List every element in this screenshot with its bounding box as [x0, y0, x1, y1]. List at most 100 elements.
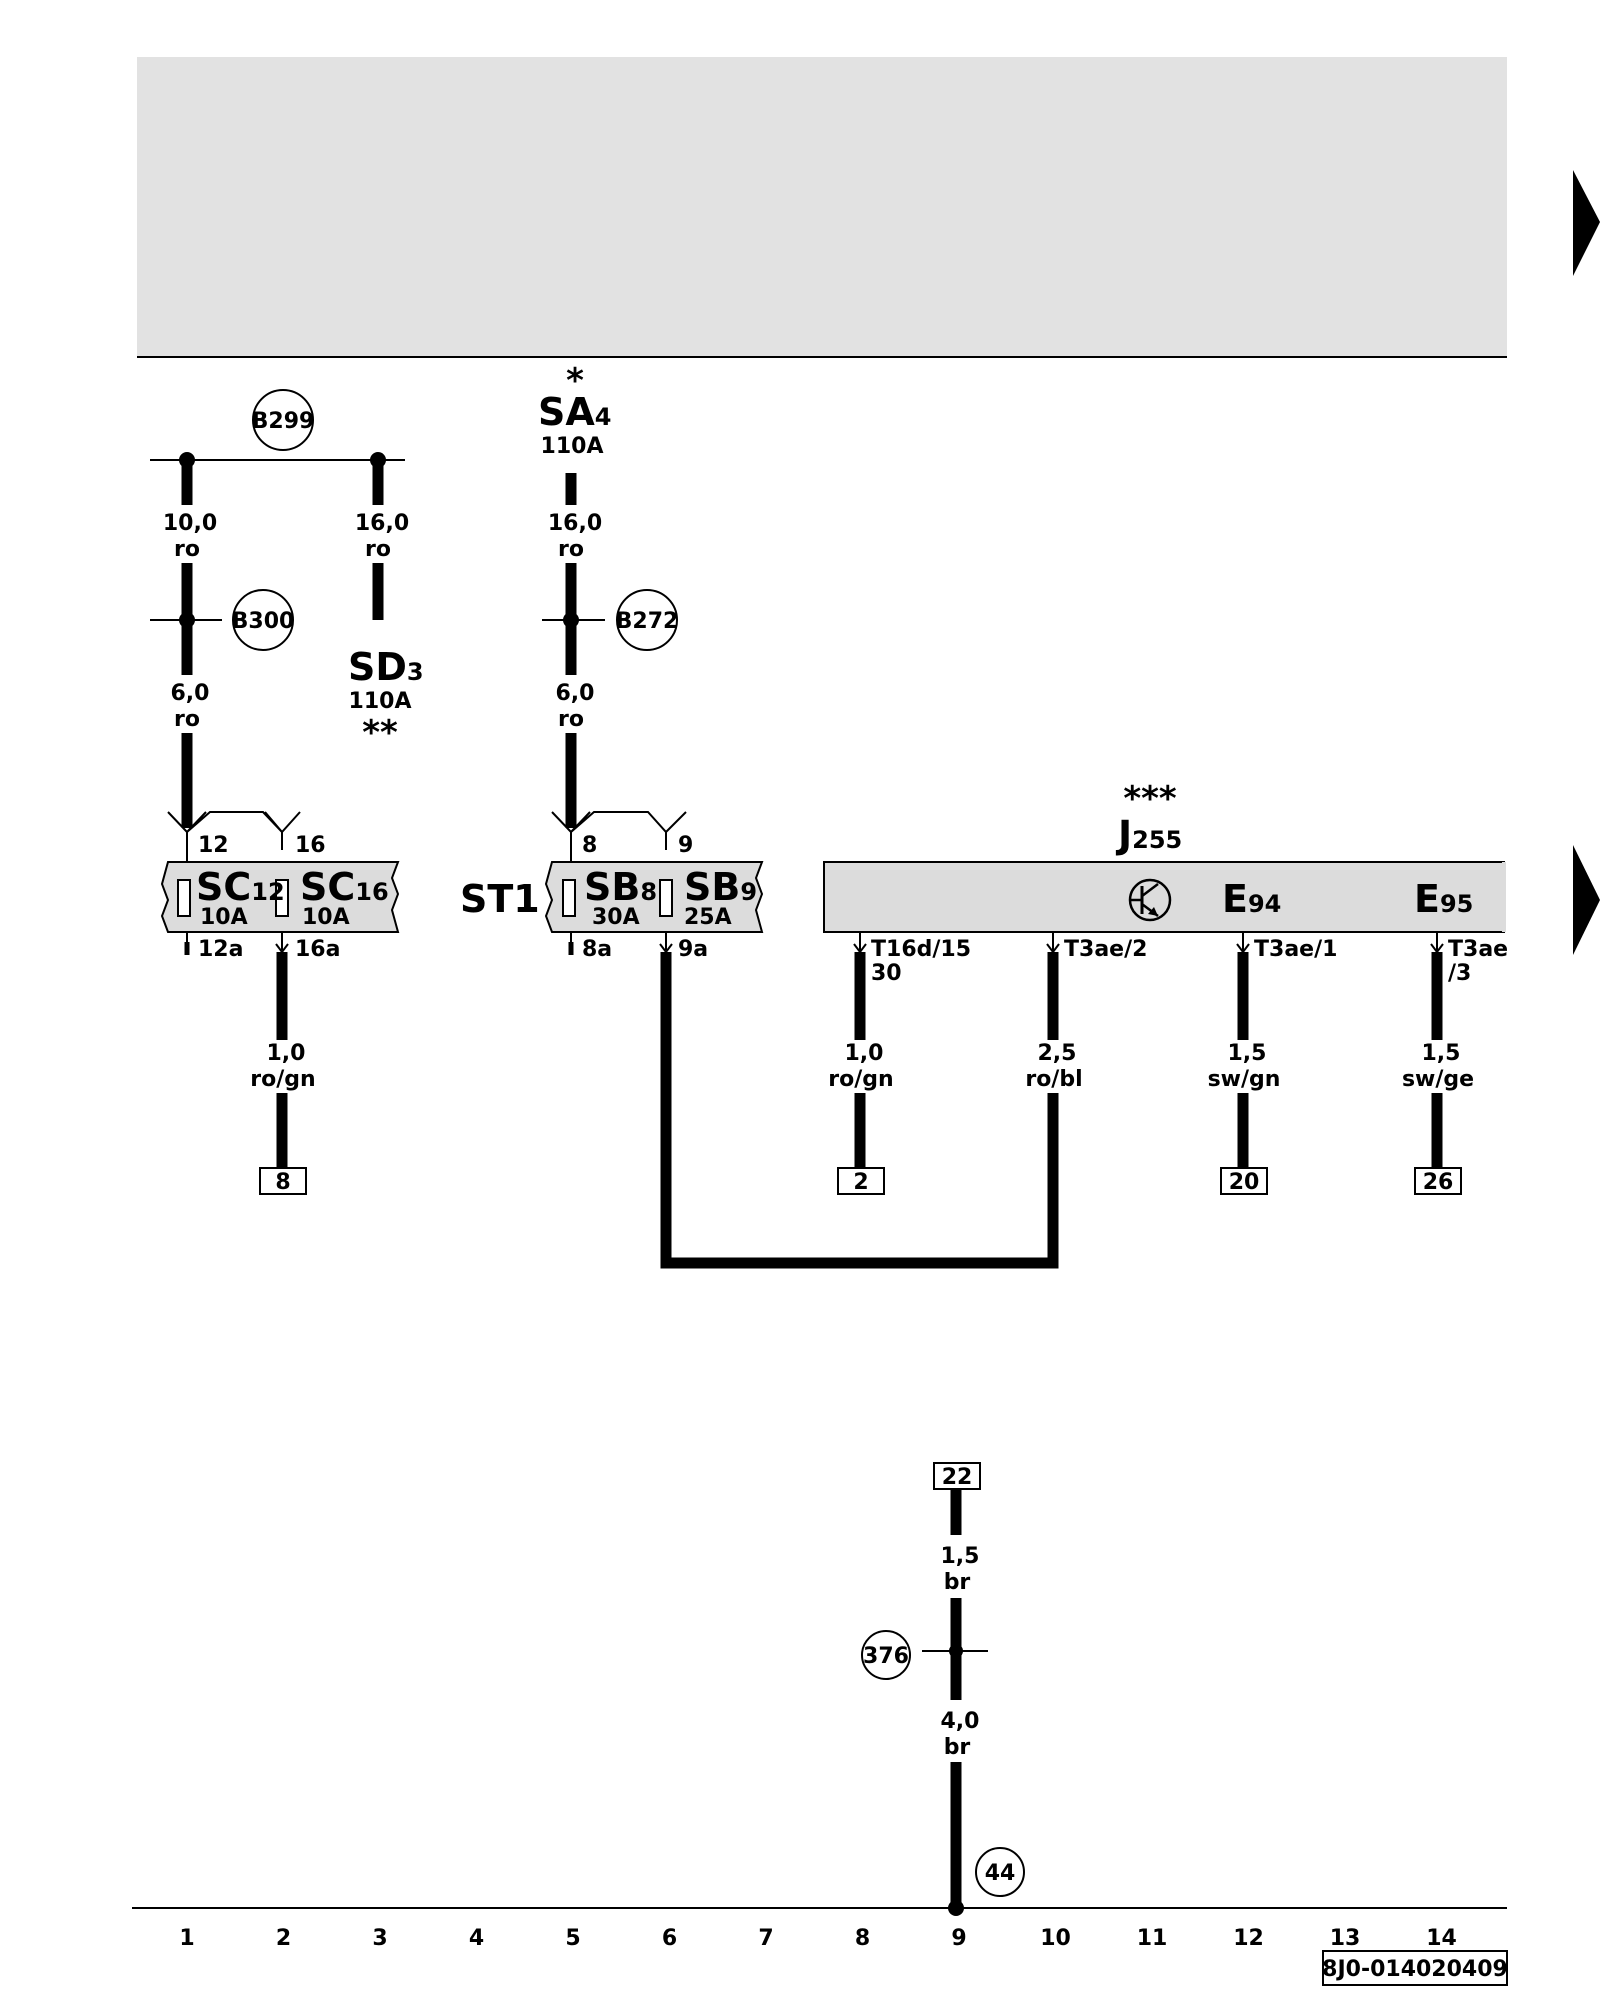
pin-label: 16a — [295, 937, 340, 962]
wire-size-label: 2,5 — [1038, 1041, 1077, 1066]
wire-color-label: ro/gn — [250, 1067, 315, 1092]
fuse-label-sc16: SC16 — [300, 865, 389, 909]
connector-pin — [853, 932, 867, 954]
terminal-label: 8 — [275, 1170, 290, 1195]
continue-arrow-icon — [1573, 170, 1600, 276]
fuse-rating: 25A — [684, 905, 732, 930]
ground-label: 44 — [985, 1861, 1016, 1886]
column-number: 1 — [179, 1926, 194, 1951]
fuse-label-sa4: SA4 — [538, 390, 611, 434]
wire-junction — [949, 1644, 963, 1658]
pin-label: 16 — [295, 833, 326, 858]
wire-segment — [660, 952, 1059, 1269]
wire-color-label: ro — [365, 537, 391, 562]
fuse-rating: 30A — [592, 905, 640, 930]
pin-label: 8 — [582, 833, 597, 858]
carrier-label: ST1 — [460, 877, 540, 921]
control-unit-box — [823, 861, 1505, 933]
fuse-carrier — [544, 861, 764, 933]
pin-label: 9 — [678, 833, 693, 858]
column-number: 2 — [276, 1926, 291, 1951]
wire-size-label: 1,0 — [267, 1041, 306, 1066]
connection-label: B299 — [252, 409, 315, 434]
column-number: 11 — [1137, 1926, 1168, 1951]
wire-color-label: ro — [174, 707, 200, 732]
wire-color-label: sw/ge — [1402, 1067, 1474, 1092]
continue-arrow-icon — [1573, 845, 1600, 955]
column-number: 8 — [855, 1926, 870, 1951]
wire-color-label: ro/gn — [828, 1067, 893, 1092]
wire-junction — [179, 612, 195, 628]
wire-size-label: 16,0 — [548, 511, 602, 536]
terminal-box — [933, 1462, 981, 1490]
fuse-rating: 110A — [541, 434, 604, 459]
column-number: 4 — [469, 1926, 484, 1951]
connection-marker — [616, 589, 678, 651]
connector-label: 30 — [871, 961, 902, 986]
pin-label: 12 — [198, 833, 229, 858]
code-box — [1322, 1950, 1508, 1986]
wire-color-label: ro — [174, 537, 200, 562]
column-number: 13 — [1330, 1926, 1361, 1951]
connection-label: B272 — [616, 609, 679, 634]
column-number: 6 — [662, 1926, 677, 1951]
pin-label: 12a — [198, 937, 243, 962]
fuse-rating: 10A — [302, 905, 350, 930]
connector-label: T3ae/1 — [1254, 937, 1337, 962]
wire-color-label: sw/gn — [1208, 1067, 1281, 1092]
fuse-label-sd3: SD3 — [348, 645, 424, 689]
wire-size-label: 1,5 — [941, 1544, 980, 1569]
connector-label: T16d/15 — [871, 937, 971, 962]
wire-color-label: ro — [558, 707, 584, 732]
connector-pin — [1430, 932, 1444, 954]
column-number: 10 — [1040, 1926, 1071, 1951]
header-band — [137, 57, 1507, 357]
connection-marker — [252, 389, 314, 451]
wire-size-label: 1,5 — [1422, 1041, 1461, 1066]
footnote-mark: * — [566, 361, 584, 401]
fuse-rating: 110A — [349, 689, 412, 714]
fuse-rating: 10A — [200, 905, 248, 930]
terminal-label: 20 — [1229, 1170, 1260, 1195]
wire-size-label: 1,0 — [845, 1041, 884, 1066]
column-number: 7 — [758, 1926, 773, 1951]
switch-label-e94: E94 — [1222, 877, 1281, 921]
connector-label: /3 — [1448, 961, 1471, 986]
wire-junction — [563, 612, 579, 628]
wire-color-label: ro/bl — [1025, 1067, 1082, 1092]
wire-color-label: br — [944, 1570, 971, 1595]
connector-pin — [1046, 932, 1060, 954]
fuse-label-sb8: SB8 — [584, 865, 657, 909]
fuse-label-sb9: SB9 — [684, 865, 757, 909]
diagram-code: 8J0-014020409 — [1322, 1957, 1508, 1982]
terminal-box — [1220, 1167, 1268, 1195]
connection-label: 376 — [863, 1644, 909, 1669]
unit-label-j255: J255 — [1115, 813, 1182, 857]
wire-size-label: 6,0 — [171, 681, 210, 706]
wire-color-label: br — [944, 1735, 971, 1760]
column-number: 9 — [951, 1926, 966, 1951]
wire-size-label: 6,0 — [556, 681, 595, 706]
wire-size-label: 1,5 — [1228, 1041, 1267, 1066]
connector-label: T3ae — [1448, 937, 1508, 962]
connector-pin — [1236, 932, 1250, 954]
terminal-box — [259, 1167, 307, 1195]
ground-marker — [975, 1847, 1025, 1897]
column-number: 12 — [1233, 1926, 1264, 1951]
pin-label: 9a — [678, 937, 708, 962]
column-number: 3 — [372, 1926, 387, 1951]
terminal-label: 2 — [853, 1170, 868, 1195]
terminal-box — [1414, 1167, 1462, 1195]
wire-size-label: 4,0 — [941, 1709, 980, 1734]
terminal-box — [837, 1167, 885, 1195]
terminal-label: 26 — [1423, 1170, 1454, 1195]
connector-label: T3ae/2 — [1064, 937, 1147, 962]
connection-marker — [861, 1630, 911, 1680]
pin-label: 8a — [582, 937, 612, 962]
wire-size-label: 16,0 — [355, 511, 409, 536]
terminal-label: 22 — [942, 1465, 973, 1490]
footnote-mark: ** — [362, 713, 398, 753]
fuse-label-sc12: SC12 — [196, 865, 285, 909]
